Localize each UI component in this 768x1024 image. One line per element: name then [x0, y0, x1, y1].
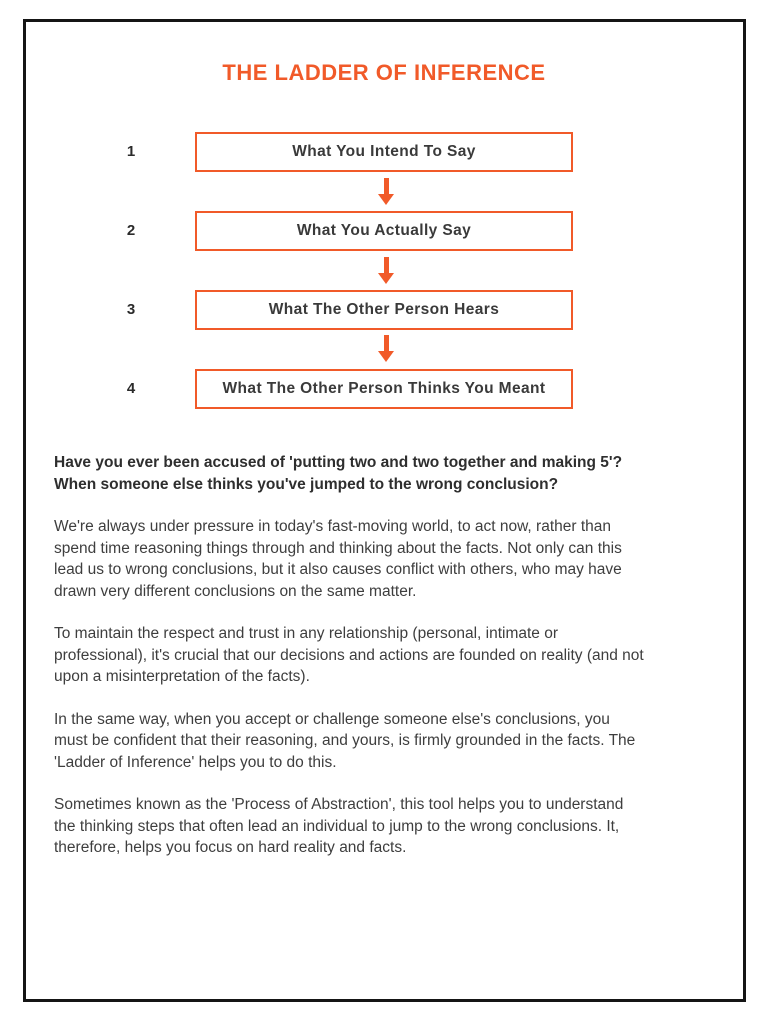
arrow-head: [378, 194, 394, 205]
text-line: professional), it's crucial that our dec…: [54, 646, 644, 664]
step-label: What The Other Person Hears: [268, 301, 500, 318]
text-line: must be confident that their reasoning, …: [54, 732, 636, 749]
paragraph: To maintain the respect and trust in any…: [54, 623, 716, 688]
down-arrow-icon: [378, 257, 395, 284]
down-arrow-icon: [378, 178, 395, 205]
step-box: What You Actually Say: [195, 211, 573, 251]
ladder-step-3: 3 What The Other Person Hears: [0, 290, 768, 330]
text-line: lead us to wrong conclusions, but it als…: [54, 561, 622, 578]
paragraph: In the same way, when you accept or chal…: [54, 709, 716, 774]
text-line: spend time reasoning things through and …: [54, 539, 622, 557]
step-label: What You Intend To Say: [292, 143, 476, 160]
step-number: 1: [126, 143, 136, 160]
text-line: drawn very different conclusions on the …: [54, 582, 417, 600]
ladder-step-4: 4 What The Other Person Thinks You Meant: [0, 369, 768, 409]
down-arrow-icon: [378, 335, 395, 362]
text-line: therefore, helps you focus on hard reali…: [54, 839, 407, 856]
text-line: When someone else thinks you've jumped t…: [54, 475, 559, 493]
text-line: To maintain the respect and trust in any…: [54, 625, 559, 642]
step-label: What The Other Person Thinks You Meant: [222, 380, 546, 397]
ladder-step-2: 2 What You Actually Say: [0, 211, 768, 251]
text-line: In the same way, when you accept or chal…: [54, 710, 610, 728]
text-line: the thinking steps that often lead an in…: [54, 817, 620, 835]
arrow-stem: [384, 335, 389, 351]
arrow-stem: [384, 257, 389, 273]
arrow-head: [378, 351, 394, 362]
text-line: We're always under pressure in today's f…: [54, 518, 612, 535]
arrow-head: [378, 273, 394, 284]
step-number: 2: [126, 222, 136, 239]
step-label: What You Actually Say: [296, 222, 472, 239]
text-line: Sometimes known as the 'Process of Abstr…: [54, 796, 624, 813]
text-line: 'Ladder of Inference' helps you to do th…: [54, 753, 337, 771]
paragraph: We're always under pressure in today's f…: [54, 516, 716, 602]
step-box: What The Other Person Hears: [195, 290, 573, 330]
ladder-step-1: 1 What You Intend To Say: [0, 132, 768, 172]
step-box: What The Other Person Thinks You Meant: [195, 369, 573, 409]
step-number: 4: [126, 380, 136, 397]
text-line: upon a misinterpretation of the facts).: [54, 668, 310, 685]
page-title: THE LADDER OF INFERENCE: [222, 60, 546, 85]
intro-paragraph: Have you ever been accused of 'putting t…: [54, 452, 716, 495]
text-line: Have you ever been accused of 'putting t…: [54, 454, 623, 471]
arrow-stem: [384, 178, 389, 194]
step-box: What You Intend To Say: [195, 132, 573, 172]
paragraph: Sometimes known as the 'Process of Abstr…: [54, 794, 716, 859]
step-number: 3: [126, 301, 136, 318]
article-text: Have you ever been accused of 'putting t…: [54, 452, 716, 880]
